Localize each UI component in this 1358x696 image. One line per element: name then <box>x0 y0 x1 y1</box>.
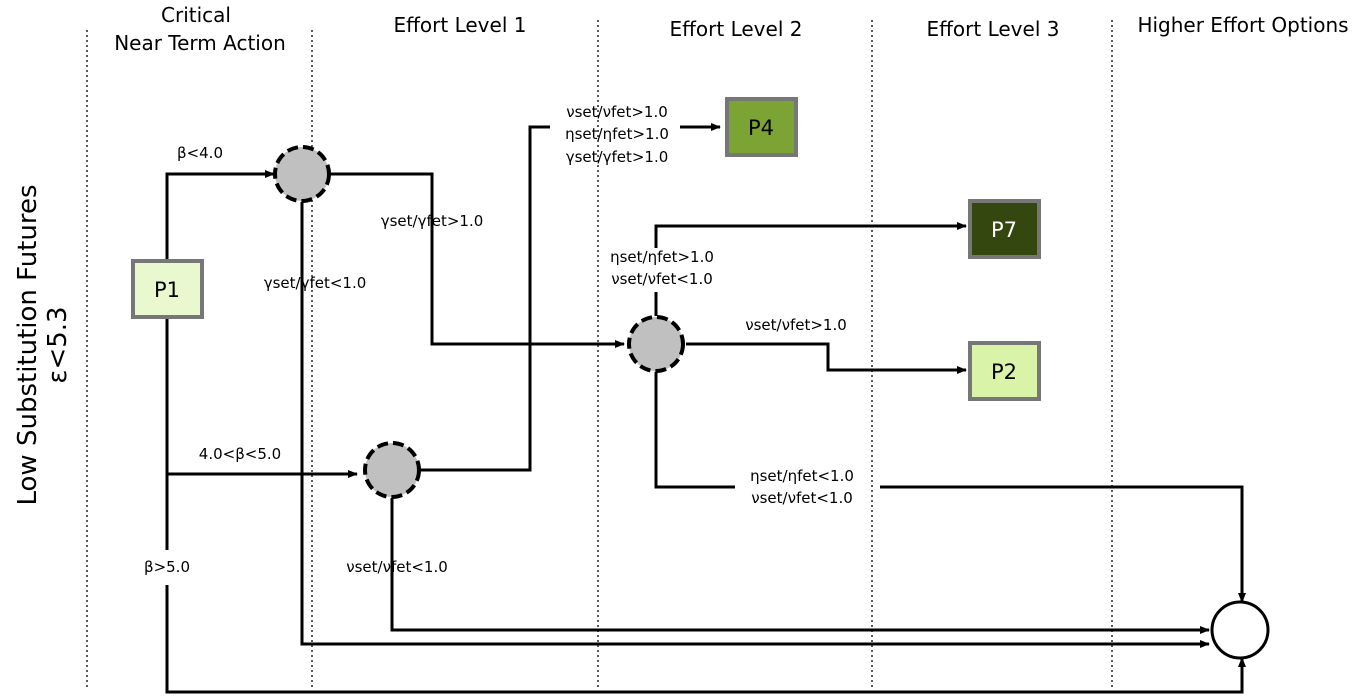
box-p2-rect <box>968 341 1041 401</box>
decision-node-effort-2 <box>627 315 685 373</box>
label-end-condition-1: ηset/ηfet<1.0 <box>750 467 854 485</box>
box-p7-rect <box>968 199 1041 259</box>
label-beta-4-5: 4.0<β<5.0 <box>199 445 281 463</box>
header-effort-2: Effort Level 2 <box>670 17 803 41</box>
box-p2-label: P2 <box>991 360 1017 384</box>
row-label-condition: ε<5.3 <box>43 306 73 383</box>
box-p7-label: P7 <box>991 218 1017 242</box>
label-p4-condition-1: νset/νfet>1.0 <box>566 103 668 121</box>
edge-to-p2 <box>686 342 967 374</box>
edge-to-end <box>880 485 1246 603</box>
label-nu-lt-1: νset/νfet<1.0 <box>346 558 448 576</box>
label-p7-condition-1: ηset/ηfet>1.0 <box>610 248 714 266</box>
row-label-title: Low Substitution Futures <box>13 184 43 505</box>
header-effort-3: Effort Level 3 <box>927 17 1060 41</box>
label-gamma-lt-1: γset/γfet<1.0 <box>264 274 367 292</box>
box-p4-rect <box>725 97 798 157</box>
header-critical-sub: Near Term Action <box>114 31 286 55</box>
edge-nu-lt-1 <box>390 498 1210 634</box>
edge-to-p4-trunk <box>420 125 550 472</box>
box-p7: P7 <box>968 199 1041 259</box>
header-critical: Critical <box>161 3 231 27</box>
header-higher-effort: Higher Effort Options <box>1137 13 1348 37</box>
box-p1-rect <box>131 259 204 319</box>
label-p4-condition-3: γset/γfet>1.0 <box>566 148 669 166</box>
box-p1-label: P1 <box>154 278 180 302</box>
header-effort-1: Effort Level 1 <box>394 13 527 37</box>
label-p2-condition: νset/νfet>1.0 <box>745 316 847 334</box>
decision-node-beta-lt-4 <box>273 145 331 203</box>
box-p4-label: P4 <box>748 116 774 140</box>
edge-beta-gt-5 <box>165 585 1246 694</box>
edge-to-p7 <box>654 222 967 248</box>
edge-gamma-gt-1 <box>330 172 625 348</box>
label-beta-gt-5: β>5.0 <box>144 558 190 576</box>
end-node <box>1210 600 1270 660</box>
box-p4: P4 <box>725 97 798 157</box>
box-p1: P1 <box>131 259 204 319</box>
label-end-condition-2: νset/νfet<1.0 <box>751 489 853 507</box>
box-p2: P2 <box>968 341 1041 401</box>
label-p7-condition-2: νset/νfet<1.0 <box>611 270 713 288</box>
edge-beta-lt-4 <box>165 170 275 262</box>
decision-node-beta-4-5 <box>363 441 421 499</box>
edge-gamma-lt-1 <box>300 202 1210 648</box>
row-label: Low Substitution Futures ε<5.3 <box>13 184 73 505</box>
edge-to-end-trunk <box>654 372 735 489</box>
label-beta-lt-4: β<4.0 <box>177 144 223 162</box>
label-gamma-gt-1: γset/γfet>1.0 <box>381 212 484 230</box>
label-p4-condition-2: ηset/ηfet>1.0 <box>565 125 669 143</box>
